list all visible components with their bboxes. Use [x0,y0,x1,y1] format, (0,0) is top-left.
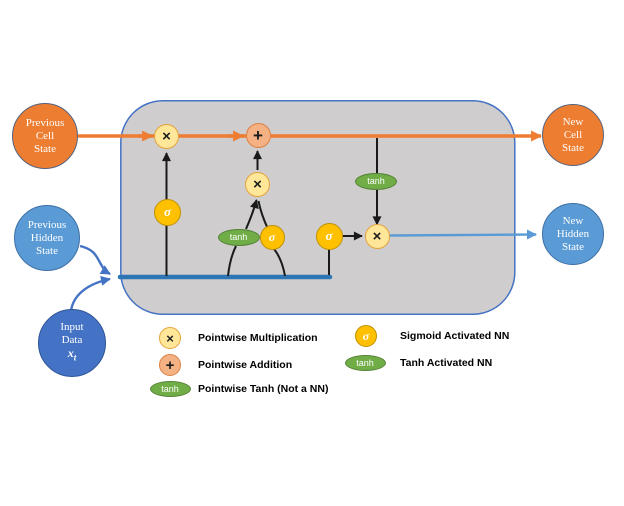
legend-multiply-label: Pointwise Multiplication [198,331,318,344]
legend-sigmoid-nn-label: Sigmoid Activated NN [400,329,510,342]
input-data-label: Input [60,321,84,334]
legend-multiply-icon: × [159,327,181,349]
prev-cell-state-label: Previous [25,116,65,129]
prev-cell-state-circle: Previous Cell State [12,103,78,169]
new-hidden-state-label: New [562,214,584,227]
input-data-connector [69,275,111,312]
multiply-node-output: × [364,223,390,249]
new-hidden-connector [388,229,537,240]
multiply-node-forget: × [154,124,179,149]
lstm-cell-body [120,100,516,316]
new-hidden-state-circle: New Hidden State [542,203,604,265]
prev-hidden-state-circle: Previous Hidden State [14,205,80,271]
prev-hidden-state-label: Previous [27,218,67,231]
multiply-node-candidate: × [245,171,270,197]
add-node: + [245,123,271,148]
tanh-to-multiply-wire [245,199,259,230]
prev-hidden-connector [79,244,111,276]
legend-tanh-icon: tanh [149,380,191,397]
legend-add-icon: + [159,354,181,376]
line-to-sigma-wire [273,248,286,277]
tanh-node-output: tanh [355,172,397,190]
new-cell-state-label: New [562,115,584,128]
new-cell-state-circle: New Cell State [542,104,604,166]
sigma-node-output: σ [315,222,343,250]
legend-tanh-nn-icon: tanh [344,354,386,371]
legend-add-label: Pointwise Addition [198,358,293,371]
input-data-circle: Input Data xt [38,309,106,377]
input-symbol: xt [67,346,77,363]
legend-sigma-icon: σ [355,325,377,347]
line-to-tanh-wire [227,245,237,277]
sigma-node-forget: σ [154,198,181,226]
legend-pointwise-tanh-label: Pointwise Tanh (Not a NN) [198,382,329,395]
tanh-node-candidate: tanh [217,228,260,246]
legend-tanh-nn-label: Tanh Activated NN [400,356,493,369]
sigma-node-input: σ [259,224,285,250]
